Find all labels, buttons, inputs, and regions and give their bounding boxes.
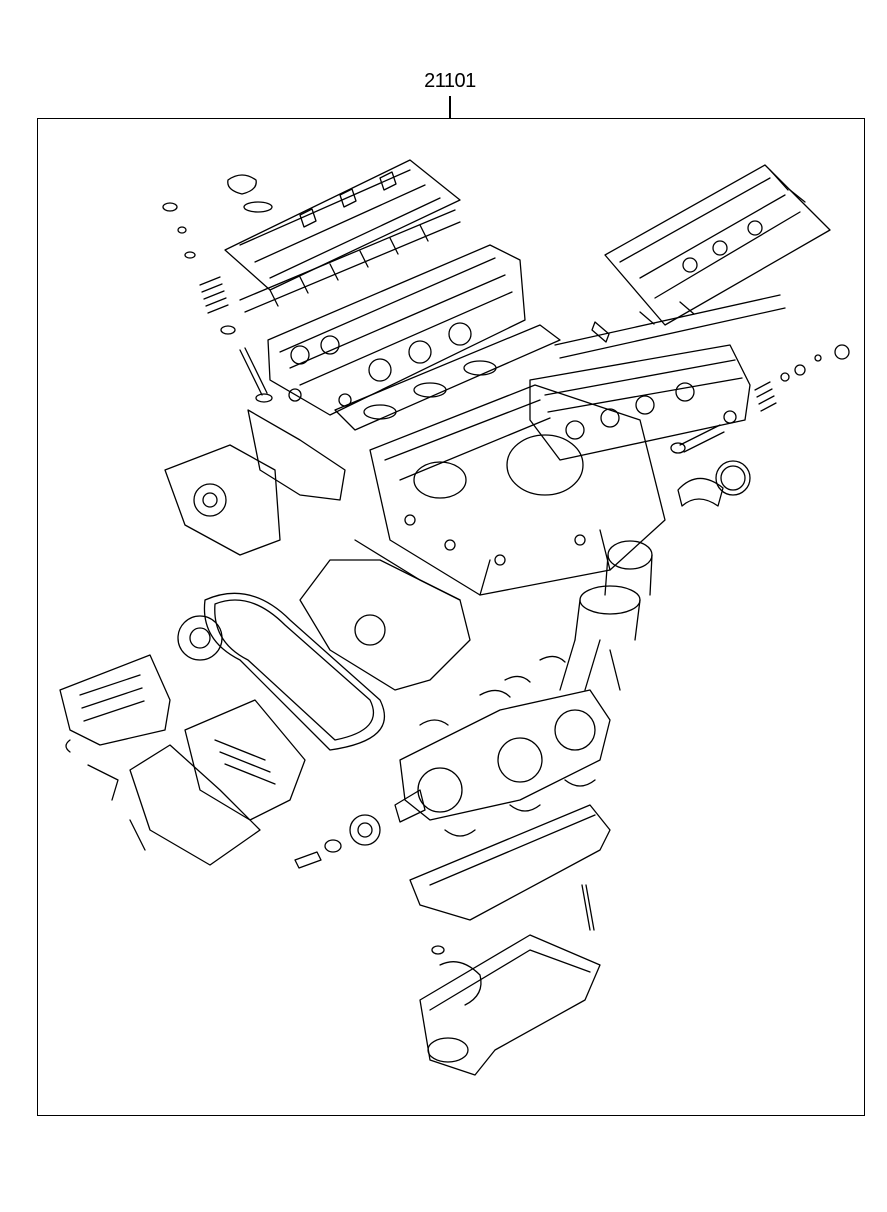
water-pump [165, 410, 345, 555]
main-bearings [420, 656, 595, 836]
engine-block [370, 385, 665, 595]
lower-timing-cover [130, 700, 305, 865]
upper-timing-cover [60, 655, 170, 745]
diagram-frame [37, 118, 865, 1116]
right-camshaft [555, 295, 785, 358]
oil-pan [420, 935, 600, 1075]
misc-bolts [66, 740, 341, 868]
right-valve-parts [671, 345, 849, 453]
piston-assembly [560, 541, 652, 690]
crankshaft [395, 690, 610, 822]
cam-sprocket [178, 616, 222, 660]
oil-seals [678, 461, 750, 506]
crank-sprocket [350, 815, 380, 845]
left-valve-parts [163, 203, 272, 402]
part-number-label: 21101 [424, 70, 476, 92]
right-cylinder-head [530, 345, 750, 460]
left-camshaft [240, 210, 460, 312]
left-cylinder-head [268, 245, 525, 415]
part-leader-line [449, 96, 451, 118]
right-cam-cover [605, 165, 830, 325]
left-head-gasket [335, 325, 560, 430]
front-cover [300, 540, 470, 690]
bearing-caps [410, 805, 610, 930]
timing-belt [204, 593, 384, 750]
left-cam-cover [225, 160, 460, 290]
